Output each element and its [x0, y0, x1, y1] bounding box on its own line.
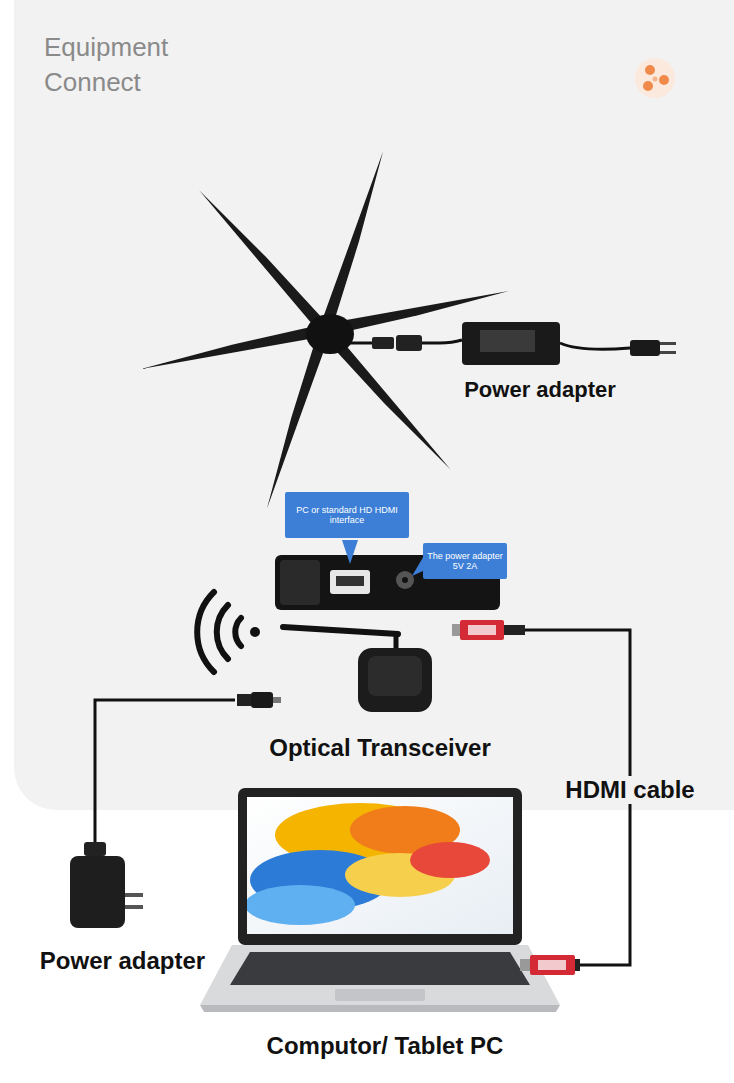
fan-blade — [267, 328, 331, 509]
page-title: Equipment Connect — [44, 30, 214, 100]
device-label: Power adapter — [464, 377, 616, 403]
callout-text: The power adapter 5V 2A — [427, 551, 503, 572]
fan-blade — [199, 190, 329, 334]
fan-blade — [319, 151, 383, 332]
device-label: Optical Transceiver — [269, 734, 490, 762]
device-label: Computor/ Tablet PC — [267, 1032, 504, 1060]
callout-box: The power adapter 5V 2A — [423, 543, 507, 579]
device-label: Power adapter — [40, 947, 205, 975]
panel-ground — [14, 0, 734, 810]
transceiver-node: Optical Transceiver — [235, 622, 525, 762]
wifi-symbol — [197, 592, 260, 672]
logo-icon — [635, 58, 675, 98]
adapter-bottom — [70, 830, 143, 928]
adapter-node: Power adapter — [440, 308, 640, 403]
optical-transceiver-device — [237, 620, 525, 712]
cable-label: HDMI cable — [561, 776, 698, 804]
fan-blade — [141, 324, 326, 369]
computer-node: Computor/ Tablet PC — [190, 790, 580, 1060]
hologram-fan — [141, 151, 509, 509]
laptop — [200, 788, 580, 1012]
adapter-node: Power adapter — [30, 830, 215, 975]
adapter-top — [345, 322, 676, 365]
callout-text: PC or standard HD HDMI interface — [289, 505, 405, 526]
callout-box: PC or standard HD HDMI interface — [285, 492, 409, 538]
cable-line — [95, 700, 235, 830]
fan-hub — [306, 314, 354, 354]
